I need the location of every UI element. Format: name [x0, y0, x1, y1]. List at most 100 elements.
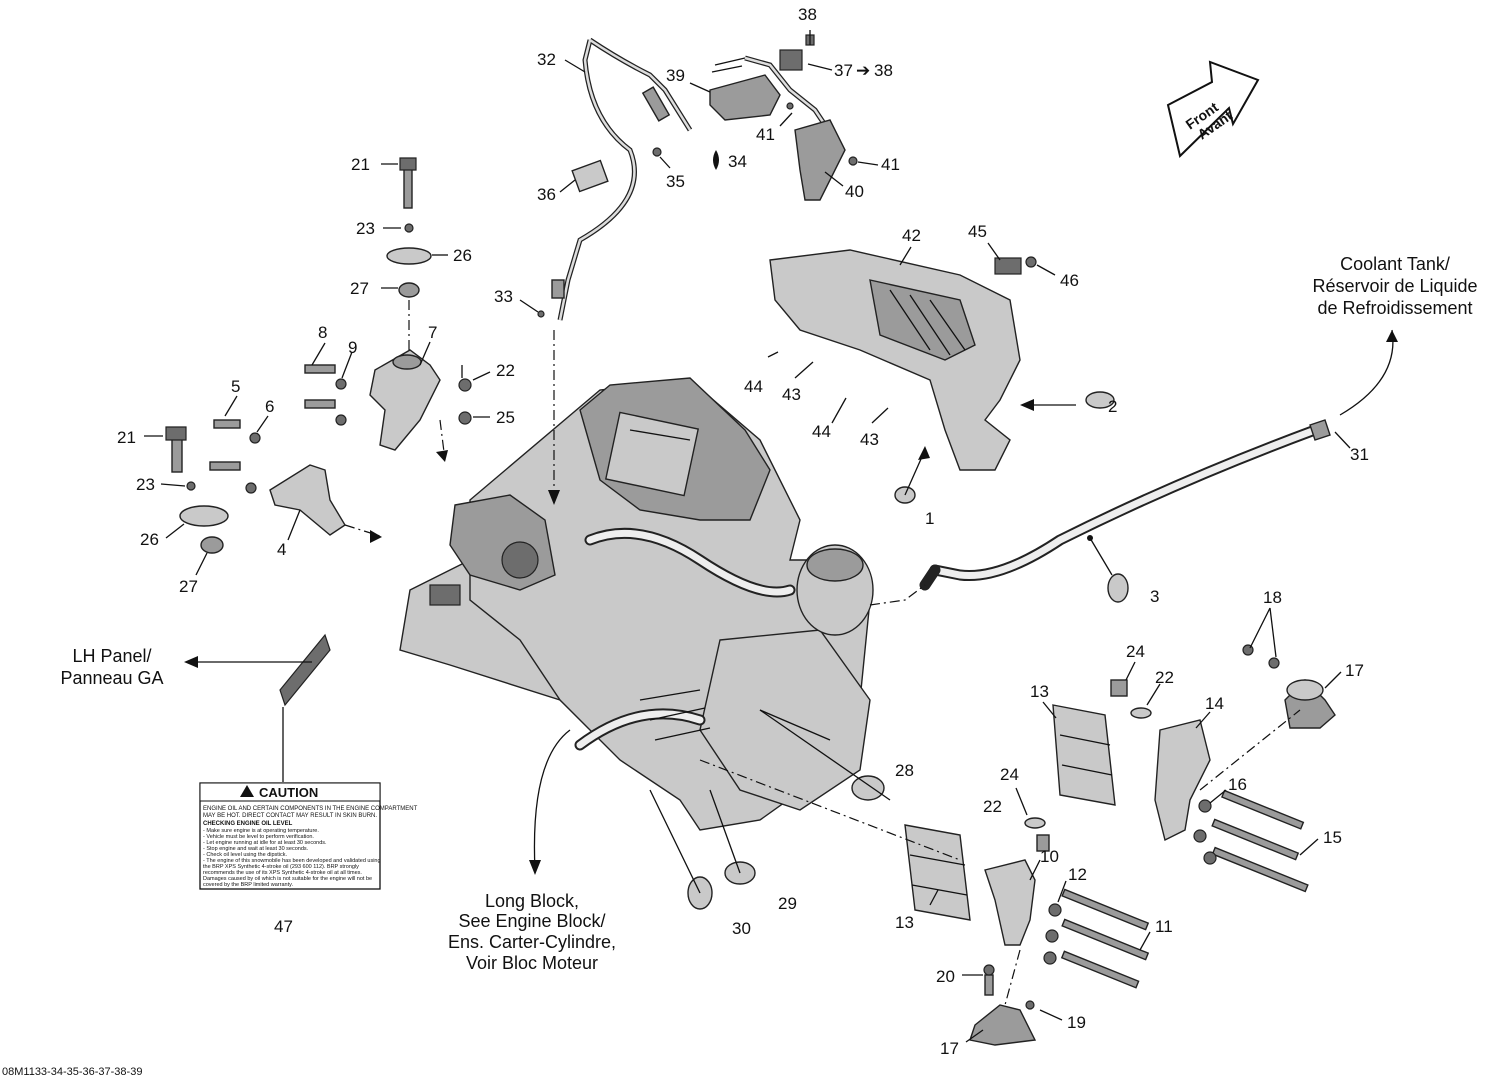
long-block-note-line2: See Engine Block/	[458, 911, 605, 931]
caution-b9: Damages caused by oil which is not suita…	[203, 876, 372, 882]
coolant-note-line1: Coolant Tank/	[1340, 254, 1450, 274]
callout-22-upper: 22	[1155, 668, 1174, 687]
callout-1: 1	[925, 509, 934, 528]
callout-13-lower: 13	[895, 913, 914, 932]
long-block-note-line1: Long Block,	[485, 891, 579, 911]
mount-bracket-7	[304, 157, 472, 462]
callout-36: 36	[537, 185, 556, 204]
callout-4: 4	[277, 540, 286, 559]
callout-8: 8	[318, 323, 327, 342]
callout-22-lower: 22	[983, 797, 1002, 816]
caution-b2: - Vehicle must be level to perform verif…	[203, 834, 314, 840]
bracket-42	[769, 249, 1037, 471]
coolant-note-line3: de Refroidissement	[1317, 298, 1472, 318]
clamps	[529, 391, 1129, 910]
callout-26-upper: 26	[453, 246, 472, 265]
callout-14: 14	[1205, 694, 1224, 713]
caution-b8: recommends the use of its XPS Synthetic …	[203, 870, 362, 876]
lh-panel-note-line2: Panneau GA	[60, 668, 163, 688]
callout-31: 31	[1350, 445, 1369, 464]
callout-18: 18	[1263, 588, 1282, 607]
callout-6: 6	[265, 397, 274, 416]
callout-34: 34	[728, 152, 747, 171]
callout-30: 30	[732, 919, 751, 938]
callout-27-lower: 27	[179, 577, 198, 596]
callout-17-lower: 17	[940, 1039, 959, 1058]
caution-b4: - Stop engine and wait at least 30 secon…	[203, 846, 309, 852]
callout-numbers: 1 2 3 4 5 6 7 8 9 10 11 12 13 13 14 15 1…	[117, 5, 1369, 1058]
engine-assembly	[399, 377, 874, 831]
caution-decal: CAUTION ENGINE OIL AND CERTAIN COMPONENT…	[199, 782, 418, 890]
callout-23-upper: 23	[356, 219, 375, 238]
callout-45: 45	[968, 222, 987, 241]
callout-17-upper: 17	[1345, 661, 1364, 680]
callout-39: 39	[666, 66, 685, 85]
callout-47: 47	[274, 917, 293, 936]
lower-right-mounts	[699, 644, 1336, 1046]
callout-43-lower: 43	[860, 430, 879, 449]
callout-42: 42	[902, 226, 921, 245]
long-block-note-line3: Ens. Carter-Cylindre,	[448, 932, 616, 952]
caution-line1: ENGINE OIL AND CERTAIN COMPONENTS IN THE…	[203, 806, 418, 812]
callout-35: 35	[666, 172, 685, 191]
callout-16: 16	[1228, 775, 1247, 794]
callout-7: 7	[428, 323, 437, 342]
callout-23-lower: 23	[136, 475, 155, 494]
callout-5: 5	[231, 377, 240, 396]
caution-b3: - Let engine running at idle for at leas…	[203, 840, 327, 846]
callout-44-upper: 44	[744, 377, 763, 396]
callout-9: 9	[348, 338, 357, 357]
caution-b7: the BRP XPS Synthetic 4-stroke oil (293 …	[203, 864, 359, 870]
caution-title: CAUTION	[259, 785, 318, 800]
mount-bracket-4	[165, 419, 382, 554]
caution-line2: MAY BE HOT. DIRECT CONTACT MAY RESULT IN…	[203, 813, 377, 819]
caution-b6: - The engine of this snowmobile has been…	[203, 858, 381, 864]
callout-37-arrow: ➔	[856, 61, 870, 80]
callout-38: 38	[798, 5, 817, 24]
callout-22-left: 22	[496, 361, 515, 380]
module-39-40	[709, 34, 858, 201]
figure-code: 08M1133-34-35-36-37-38-39	[2, 1066, 142, 1078]
callout-40: 40	[845, 182, 864, 201]
callout-29: 29	[778, 894, 797, 913]
callout-25: 25	[496, 408, 515, 427]
front-arrow: Front Avant	[1166, 60, 1260, 158]
callout-46: 46	[1060, 271, 1079, 290]
caution-b5: - Check oil level using the dipstick.	[203, 852, 288, 858]
callout-3: 3	[1150, 587, 1159, 606]
long-block-note-line4: Voir Bloc Moteur	[466, 953, 598, 973]
caution-heading: CHECKING ENGINE OIL LEVEL	[203, 821, 293, 827]
callout-21-lower: 21	[117, 428, 136, 447]
caution-b10: covered by the BRP limited warranty.	[203, 882, 293, 888]
callout-19: 19	[1067, 1013, 1086, 1032]
callout-11: 11	[1155, 917, 1173, 936]
callout-37: 37	[834, 61, 853, 80]
sensor-cable-32	[537, 37, 719, 505]
callout-13-upper: 13	[1030, 682, 1049, 701]
callout-26-lower: 26	[140, 530, 159, 549]
callout-33: 33	[494, 287, 513, 306]
callout-24-lower: 24	[1000, 765, 1019, 784]
callout-41-left: 41	[756, 125, 775, 144]
callout-2: 2	[1108, 397, 1117, 416]
callout-27-upper: 27	[350, 279, 369, 298]
callout-32: 32	[537, 50, 556, 69]
caution-b1: - Make sure engine is at operating tempe…	[203, 828, 319, 834]
callout-15: 15	[1323, 828, 1342, 847]
callout-12: 12	[1068, 865, 1087, 884]
callout-20: 20	[936, 967, 955, 986]
callout-43-upper: 43	[782, 385, 801, 404]
callout-leaders	[144, 30, 1342, 1043]
callout-24-upper: 24	[1126, 642, 1145, 661]
callout-37-to-38: 38	[874, 61, 893, 80]
callout-44-lower: 44	[812, 422, 831, 441]
coolant-hose	[869, 329, 1398, 606]
lh-panel-marker	[184, 633, 331, 782]
callout-21-upper: 21	[351, 155, 370, 174]
callout-41-right: 41	[881, 155, 900, 174]
coolant-note-line2: Réservoir de Liquide	[1312, 276, 1477, 296]
callout-28: 28	[895, 761, 914, 780]
lh-panel-note-line1: LH Panel/	[72, 646, 151, 666]
